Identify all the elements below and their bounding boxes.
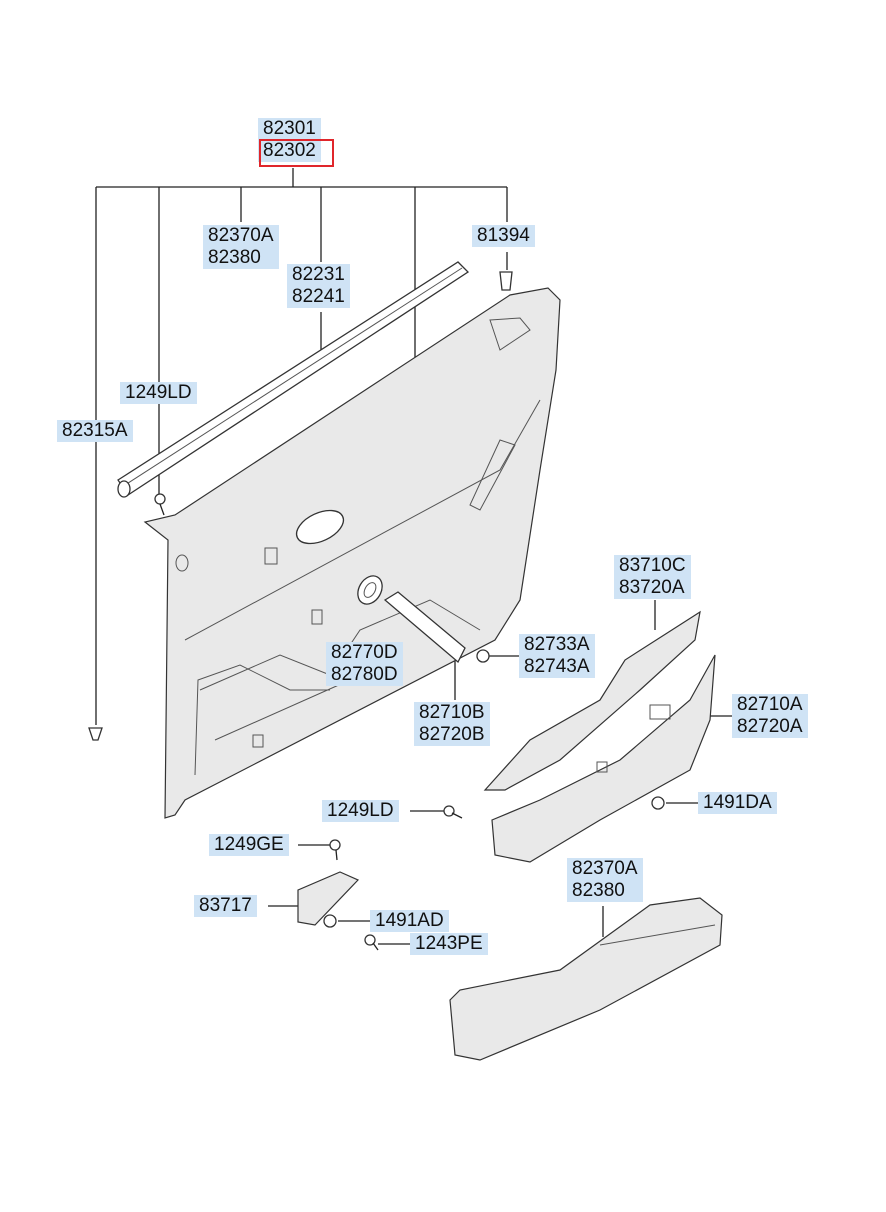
callout-clip-82315a[interactable]: 82315A	[57, 420, 133, 442]
part-number: 82315A	[62, 420, 128, 441]
part-number: 82743A	[524, 656, 590, 677]
callout-pull-handle-bracket[interactable]: 83710C 83720A	[614, 555, 691, 599]
callout-screw-1243pe[interactable]: 1243PE	[410, 933, 488, 955]
callout-armrest-trim-upper[interactable]: 82370A 82380	[203, 225, 279, 269]
armrest-trim-lower-part	[449, 897, 723, 1061]
part-number: 1491AD	[375, 910, 444, 931]
part-number: 82231	[292, 264, 345, 285]
part-number: 82780D	[331, 664, 398, 685]
callout-screw-1249ge[interactable]: 1249GE	[209, 834, 289, 856]
callout-armrest-trim-lower[interactable]: 82370A 82380	[567, 858, 643, 902]
part-number: 82302	[263, 140, 316, 161]
part-number: 82720B	[419, 724, 485, 745]
part-number: 83720A	[619, 577, 685, 598]
callout-bolt-1491ad[interactable]: 1491AD	[370, 910, 449, 932]
part-number: 83710C	[619, 555, 686, 576]
part-number: 82370A	[572, 858, 638, 879]
callout-handle-inner[interactable]: 82710B 82720B	[414, 702, 490, 746]
callout-bracket-83717[interactable]: 83717	[194, 895, 257, 917]
part-number: 82710A	[737, 694, 803, 715]
callout-weatherstrip[interactable]: 82231 82241	[287, 264, 350, 308]
door-trim-panel-part	[143, 287, 561, 819]
callout-bezel[interactable]: 82770D 82780D	[326, 642, 403, 686]
part-number: 82720A	[737, 716, 803, 737]
bracket-83717-part	[297, 871, 360, 926]
part-number: 1249LD	[327, 800, 394, 821]
part-number: 82733A	[524, 634, 590, 655]
part-number: 82370A	[208, 225, 274, 246]
callout-screw-1249ld-lower[interactable]: 1249LD	[322, 800, 399, 822]
part-number: 1243PE	[415, 933, 483, 954]
fasteners	[88, 271, 665, 951]
callout-cap[interactable]: 82733A 82743A	[519, 634, 595, 678]
callout-panel-assy[interactable]: 82301 82302	[258, 118, 321, 162]
part-number: 1249GE	[214, 834, 284, 855]
weatherstrip-part	[117, 261, 470, 498]
callout-handle-outer[interactable]: 82710A 82720A	[732, 694, 808, 738]
callout-bolt-1491da[interactable]: 1491DA	[698, 792, 777, 814]
callout-screw-1249ld-upper[interactable]: 1249LD	[120, 382, 197, 404]
armrest-handle-parts	[483, 610, 716, 863]
part-number: 82380	[208, 247, 261, 268]
part-number: 82710B	[419, 702, 485, 723]
callout-clip-81394[interactable]: 81394	[472, 225, 535, 247]
part-number: 82770D	[331, 642, 398, 663]
part-number: 83717	[199, 895, 252, 916]
handle-parts	[357, 575, 466, 664]
part-number: 82301	[263, 118, 316, 139]
part-number: 82241	[292, 286, 345, 307]
part-number: 82380	[572, 880, 625, 901]
part-number: 81394	[477, 225, 530, 246]
part-number: 1491DA	[703, 792, 772, 813]
part-number: 1249LD	[125, 382, 192, 403]
